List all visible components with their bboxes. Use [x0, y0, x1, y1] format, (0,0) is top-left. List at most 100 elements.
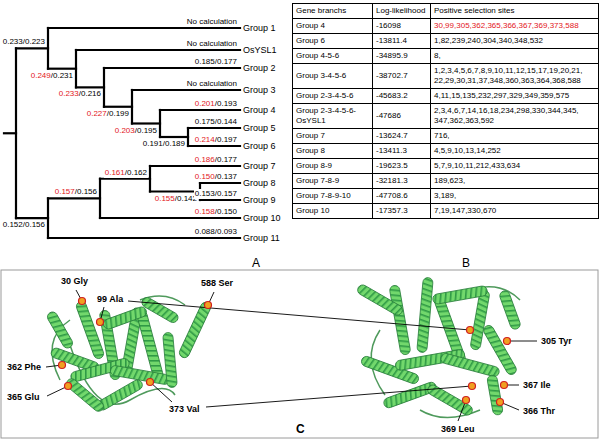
branch-value: /0.137 [215, 172, 237, 181]
table-row: Group 8-9-19623.55,7,9,10,11,212,433,634 [293, 159, 599, 174]
branch-value-group: 0.191/0.189 [142, 139, 186, 149]
helix [102, 306, 148, 331]
residue-site [65, 383, 72, 390]
branch-value: /0.162 [125, 168, 147, 177]
branch-value: /0.216 [79, 89, 101, 98]
group-name: Group 11 [243, 232, 280, 244]
leader-line [507, 341, 537, 342]
branch-value: 0.088/0.093 [195, 227, 237, 236]
group-name: Group 8 [243, 177, 276, 189]
branch-value-group: 0.175/0.144 [194, 117, 238, 127]
branch-value: /0.197 [215, 135, 237, 144]
table-row: Group 6-13811.41,82,239,240,304,340,348,… [293, 34, 599, 49]
branch-value: /0.156 [75, 187, 97, 196]
helix [356, 283, 404, 317]
residue-site [147, 379, 154, 386]
tree-branch [15, 48, 17, 218]
table-row: Group 7-8-9-32181.3189,623, [293, 174, 599, 189]
tree-branch [131, 90, 133, 124]
branch-value: 0.214 [195, 135, 215, 144]
branch-value: 0.233/0.223 [3, 37, 45, 46]
tree-branch [132, 89, 240, 91]
panel-frame [1, 270, 598, 438]
helix [46, 310, 75, 350]
table-cell: -32181.3 [373, 174, 431, 189]
table-cell: 3,189, [431, 189, 599, 204]
branch-value-group: 0.214/0.197 [194, 135, 238, 145]
branch-value: 0.161 [105, 168, 125, 177]
residue-site [79, 298, 86, 305]
tree-branch [150, 190, 200, 192]
branch-value: /0.193 [215, 99, 237, 108]
branch-value: 0.233 [59, 89, 79, 98]
helix [417, 277, 433, 353]
group-name: Group 7 [243, 160, 276, 172]
branch-value: No calculation [187, 79, 237, 88]
table-cell: 4,5,9,10,13,14,252 [431, 144, 599, 159]
branch-value-group: 0.227/0.199 [86, 109, 130, 119]
tree-branch [150, 165, 240, 167]
helix [487, 374, 504, 415]
tree-branch [104, 106, 132, 108]
leader-lines [46, 290, 537, 421]
residue-site [467, 327, 474, 334]
protein-structure-right [356, 277, 522, 417]
table-cell: Group 8 [293, 144, 373, 159]
helix [426, 383, 474, 417]
table-row: Group 2-3-4-5-6-45683.24,11,15,135,232,2… [293, 89, 599, 104]
helix [470, 290, 490, 351]
group-name: Group 3 [243, 84, 276, 96]
leader-line [128, 301, 470, 330]
table-row: Group 7-13624.7716, [293, 129, 599, 144]
panel-letter: C [296, 422, 305, 436]
tree-branch [48, 68, 76, 70]
branch-value: 0.185/0.177 [195, 57, 237, 66]
branch-value-group: 0.161/0.162 [104, 168, 148, 178]
branch-value: /0.199 [107, 109, 129, 118]
tree-branch [76, 86, 104, 88]
table-cell: 5,7,9,10,11,212,433,634 [431, 159, 599, 174]
branch-value: /0.195 [135, 126, 157, 135]
tree-branch [188, 145, 240, 147]
tree-branch [104, 67, 240, 69]
branch-value-group: 0.186/0.177 [194, 155, 238, 165]
tree-branch [16, 217, 48, 219]
table-cell: Group 4 [293, 19, 373, 34]
branch-value-group: 0.201/0.193 [194, 99, 238, 109]
branch-value: No calculation [187, 17, 237, 26]
tree-branch [76, 49, 240, 51]
tree-branch [200, 182, 240, 184]
branch-value: 0.191/0.189 [143, 139, 185, 148]
tree-branch [75, 50, 77, 87]
branch-value-group: 0.157/0.156 [54, 187, 98, 197]
table-cell: 716, [431, 129, 599, 144]
table-cell: Log-likelihood [373, 4, 431, 19]
branch-value: 0.152/0.156 [3, 220, 45, 229]
tree-branch [187, 128, 189, 146]
table-cell: -38702.7 [373, 64, 431, 89]
branch-value: 0.158 [195, 207, 215, 216]
tree-branch [99, 179, 101, 218]
table-row: Group 10-17357.37,19,147,330,670 [293, 204, 599, 219]
table-cell: -45683.2 [373, 89, 431, 104]
table-cell: Group 6 [293, 34, 373, 49]
table-cell: Positive selection sites [431, 4, 599, 19]
residue-site [97, 319, 104, 326]
leader-line [150, 382, 172, 402]
table-row: Group 8-13411.34,5,9,10,13,14,252 [293, 144, 599, 159]
residue-site [501, 382, 508, 389]
table-cell: -47708.6 [373, 189, 431, 204]
residue-label: 365 Glu [6, 392, 41, 403]
phylogenetic-tree [4, 28, 240, 238]
table-cell: Gene branchs [293, 4, 373, 19]
branch-value-group: 0.155/0.142 [154, 194, 198, 204]
branch-value: /0.231 [51, 71, 73, 80]
table-cell: 189,623, [431, 174, 599, 189]
residue-site [504, 338, 511, 345]
residue-site [469, 383, 476, 390]
branch-value-group: 0.233/0.216 [58, 89, 102, 99]
residue-label: 373 Val [168, 404, 201, 415]
group-name: Group 4 [243, 104, 276, 116]
panel-letter: A [252, 256, 260, 270]
